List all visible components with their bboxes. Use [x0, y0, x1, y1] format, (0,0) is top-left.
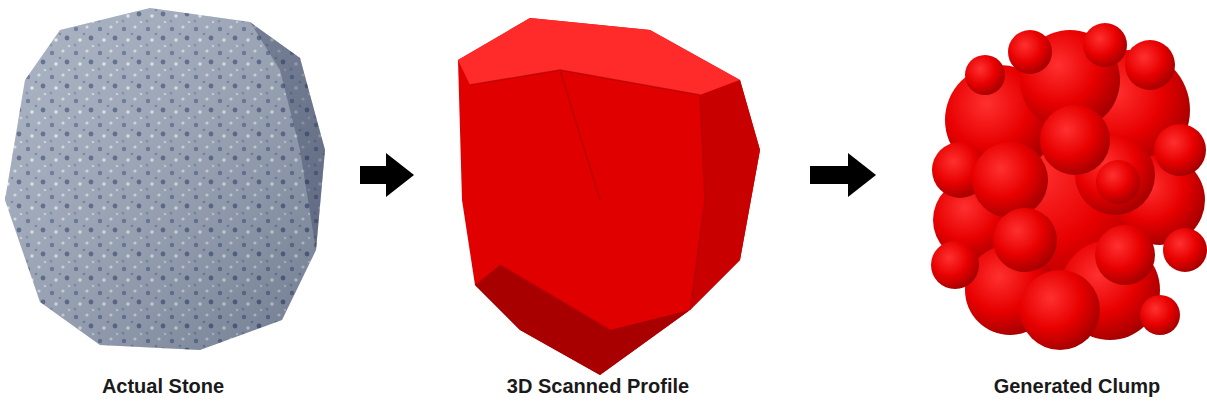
illustration-panel: Actual Stone — [2, 4, 324, 400]
stone-photo — [5, 8, 325, 350]
image-caption: 3D Scanned Profile — [503, 373, 693, 400]
illustration-panel: Generated Clump — [949, 4, 1205, 400]
image-caption: Actual Stone — [98, 373, 228, 400]
flow-arrow — [360, 166, 388, 184]
scanned-profile — [458, 18, 760, 375]
flow-arrow — [810, 166, 850, 184]
sphere-clump — [931, 23, 1207, 350]
illustration-panel: 3D Scanned Profile — [443, 4, 753, 400]
image-caption: Generated Clump — [990, 373, 1165, 400]
